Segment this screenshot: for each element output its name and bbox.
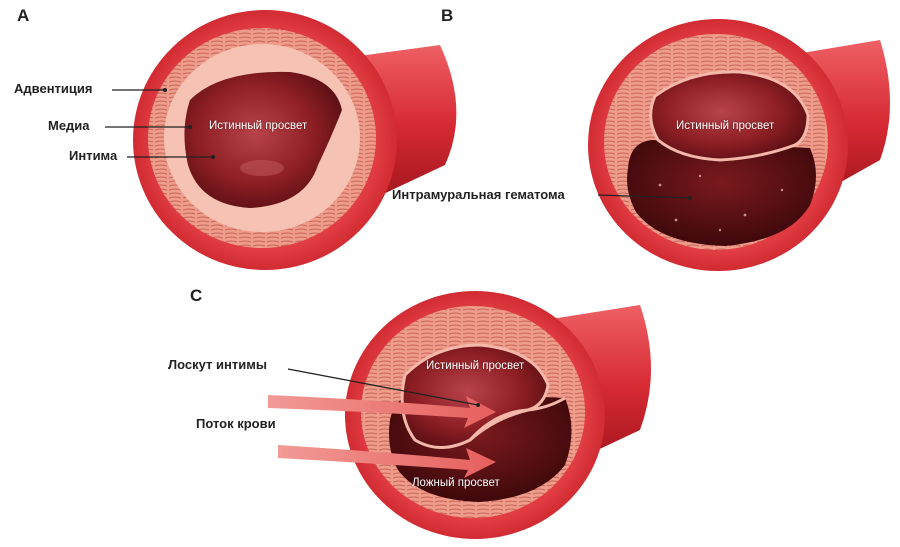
panel-b-leader [597, 194, 691, 199]
panel-c-leader [287, 368, 479, 406]
panel-a-lumen-label: Истинный просвет [209, 120, 308, 132]
panel-b-letter: B [441, 6, 454, 25]
panel-b-vessel [588, 19, 890, 271]
panel-c-vessel [345, 291, 651, 539]
flow-arrow-lower [278, 445, 496, 478]
label-hematoma: Интрамуральная гематома [392, 187, 565, 202]
panel-c-false-lumen-label: Ложный просвет [412, 477, 500, 489]
label-adventitia: Адвентиция [14, 81, 93, 96]
panel-a-lumen [184, 71, 342, 208]
panel-a-letter: A [17, 6, 30, 25]
panel-b-hematoma [627, 140, 816, 246]
panel-c-lumen-label: Истинный просвет [426, 360, 525, 372]
label-blood-flow: Поток крови [196, 416, 276, 431]
panel-c-letter: C [190, 286, 203, 305]
panel-b-lumen [649, 70, 810, 162]
label-media: Медиа [48, 118, 90, 133]
label-intima: Интима [69, 148, 118, 163]
panel-c-flow-arrows [268, 395, 496, 478]
panel-a-vessel [133, 10, 457, 270]
flow-arrow-upper [268, 395, 496, 428]
label-intimal-flap: Лоскут интимы [168, 357, 267, 372]
panel-a-leaders [105, 89, 213, 158]
panel-b-lumen-label: Истинный просвет [676, 120, 775, 132]
panel-c-flap [468, 396, 566, 441]
